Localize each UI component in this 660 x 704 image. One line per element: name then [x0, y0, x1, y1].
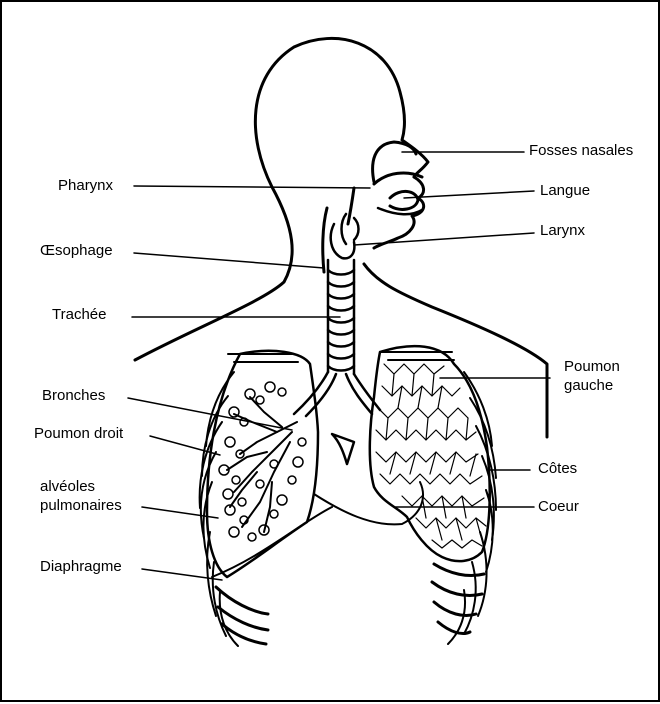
label-poumon-gauche-line1: Poumon [564, 358, 620, 375]
palate [372, 171, 424, 186]
label-trachee: Trachée [52, 306, 107, 323]
label-diaphragme: Diaphragme [40, 558, 122, 575]
label-oesophage: Œsophage [40, 242, 113, 259]
leader-lines [127, 151, 551, 581]
collarbone-right [227, 353, 299, 363]
ribs-right [198, 371, 270, 647]
mouth-line [376, 206, 424, 216]
leader-oesophage [133, 252, 325, 269]
alveoli-clusters [218, 381, 307, 542]
label-langue: Langue [540, 182, 591, 199]
left-lung-texture [375, 363, 487, 549]
leader-diaphragme [141, 568, 223, 581]
body-outline [133, 36, 430, 362]
larynx-shape [329, 222, 356, 260]
tongue [388, 190, 420, 211]
label-bronches: Bronches [42, 387, 106, 404]
right-lung-outline [205, 349, 320, 579]
right-lung-branches [226, 396, 298, 533]
neck-front [362, 262, 549, 439]
epiglottis [340, 212, 360, 246]
leader-langue [403, 190, 535, 199]
collarbone-left [379, 351, 455, 361]
label-coeur: Coeur [538, 498, 579, 515]
face-lower [372, 175, 426, 250]
label-larynx: Larynx [540, 222, 586, 239]
diaphragm-line [211, 506, 333, 578]
leader-bronches [127, 397, 293, 431]
label-poumon-gauche-line2: gauche [564, 377, 614, 394]
heart-vessel [330, 432, 356, 466]
trachea [326, 258, 356, 376]
bronchi [292, 370, 382, 418]
label-poumon-droit: Poumon droit [34, 425, 124, 442]
leader-larynx [353, 232, 535, 246]
label-fosses-nasales: Fosses nasales [529, 142, 634, 159]
label-pharynx: Pharynx [58, 177, 114, 194]
pharynx-wall [346, 186, 356, 226]
ribs-left [430, 371, 497, 645]
left-lung-outline [368, 344, 491, 563]
label-cotes: Côtes [538, 460, 578, 477]
label-alveoles-line2: pulmonaires [40, 497, 122, 514]
nasal-cavity [371, 140, 418, 184]
label-alveoles-line1: alvéoles [40, 478, 96, 495]
leader-poumon-droit [149, 435, 221, 456]
leader-pharynx [133, 185, 371, 189]
esophagus-back [321, 206, 329, 274]
leader-alveoles [141, 506, 219, 519]
